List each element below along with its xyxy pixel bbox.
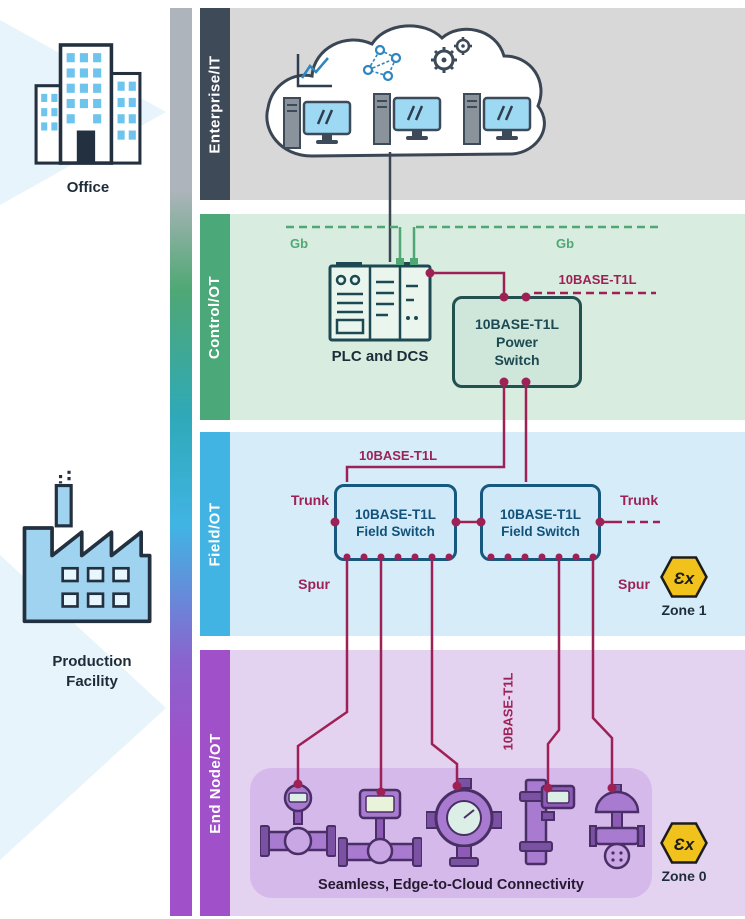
atex-symbol: Ɛx — [674, 569, 696, 588]
monitor-icon — [482, 96, 532, 132]
office-label: Office — [66, 179, 110, 196]
atex-symbol: Ɛx — [674, 835, 696, 854]
pressure-transmitter-icon — [426, 778, 502, 867]
cloud — [265, 24, 546, 158]
t1l-label-control: 10BASE-T1L — [558, 272, 637, 287]
field-switch-right: 10BASE-T1L Field Switch — [480, 484, 601, 561]
band-label-control: Control/OT — [200, 214, 230, 420]
zone1-label: Zone 1 — [661, 602, 707, 618]
server-monitor-group — [373, 93, 442, 145]
server-monitor-group — [463, 93, 532, 145]
zone0-label: Zone 0 — [661, 868, 707, 884]
facility-label: Production Facility — [52, 653, 132, 690]
trunk-label-left: Trunk — [290, 492, 329, 508]
control-valve-icon — [589, 784, 645, 870]
plc-dcs-icon — [328, 262, 432, 342]
server-monitor-group — [283, 97, 352, 149]
chart-icon — [296, 54, 332, 88]
t1l-label-field: 10BASE-T1L — [358, 448, 438, 463]
monitor-icon — [392, 96, 442, 132]
atex-zone1-icon: Ɛx — [660, 556, 708, 598]
gb-label-right: Gb — [556, 236, 575, 251]
plc-label: PLC and DCS — [331, 348, 429, 365]
gb-label-left: Gb — [290, 236, 309, 251]
office-building-icon — [34, 43, 142, 165]
gears-icon — [431, 37, 472, 73]
field-switch-left: 10BASE-T1L Field Switch — [334, 484, 457, 561]
power-switch: 10BASE-T1L Power Switch — [452, 296, 582, 388]
factory-icon — [22, 470, 152, 624]
flow-meter-icon — [260, 783, 336, 857]
spur-label-right: Spur — [618, 576, 650, 592]
spur-label-left: Spur — [298, 576, 330, 592]
network-icon — [362, 44, 402, 82]
valve-positioner-icon — [338, 788, 422, 867]
end-node-caption: Seamless, Edge-to-Cloud Connectivity — [318, 877, 584, 893]
end-node-container: Seamless, Edge-to-Cloud Connectivity — [250, 768, 652, 898]
trunk-label-right: Trunk — [620, 492, 659, 508]
atex-zone0-icon: Ɛx — [660, 822, 708, 864]
monitor-icon — [302, 100, 352, 136]
band-label-enterprise: Enterprise/IT — [200, 8, 230, 200]
t1l-label-endnode: 10BASE-T1L — [500, 672, 516, 751]
band-label-field: Field/OT — [200, 432, 230, 636]
band-label-end-node: End Node/OT — [200, 650, 230, 916]
layer-gradient-strip — [170, 8, 192, 916]
triangle-bottom — [0, 555, 166, 860]
vertical-flow-meter-icon — [519, 778, 576, 866]
